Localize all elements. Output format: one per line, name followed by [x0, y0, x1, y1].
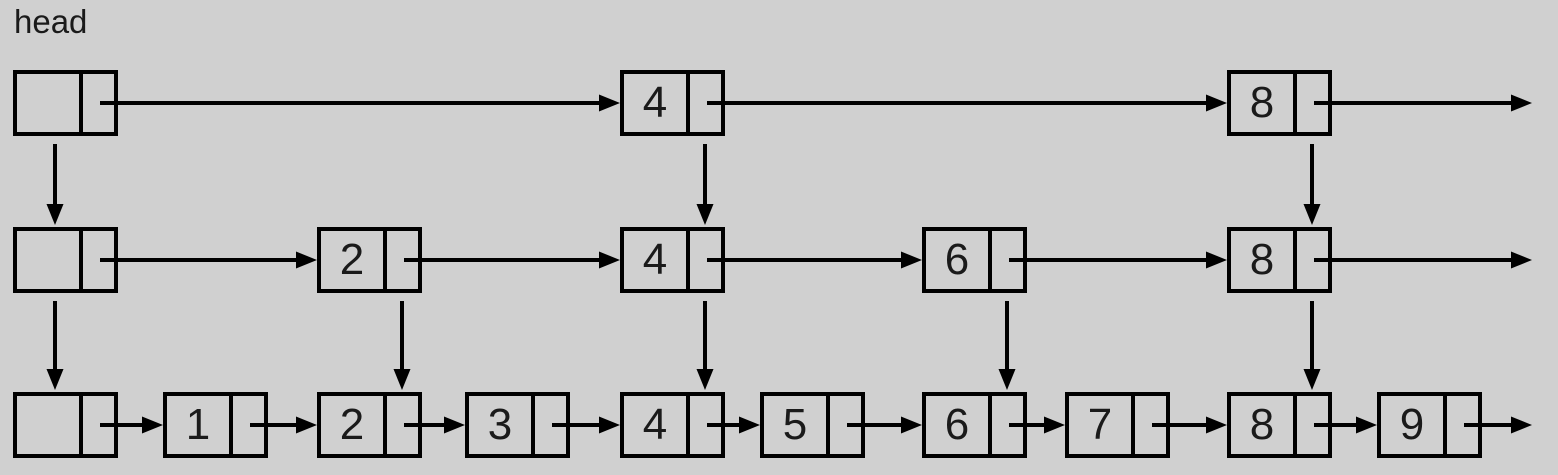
down-arrow-middle-to-bottom-head-head-icon	[46, 369, 64, 390]
down-arrow-middle-to-bottom-2-head-icon	[393, 369, 411, 390]
skip-node-bottom-9: 9	[1377, 392, 1482, 458]
nil-arrow-middle-head-icon	[1511, 251, 1532, 269]
skip-node-bottom-5: 5	[760, 392, 865, 458]
node-pointer-cell	[690, 74, 721, 132]
node-pointer-cell	[1297, 74, 1328, 132]
node-pointer-cell	[992, 231, 1023, 289]
node-pointer-cell	[1297, 396, 1328, 454]
node-value-cell	[17, 231, 83, 289]
node-pointer-cell	[1297, 231, 1328, 289]
node-value-cell	[17, 396, 83, 454]
skip-node-bottom-6: 6	[922, 392, 1027, 458]
down-arrow-middle-to-bottom-4-head-icon	[696, 369, 714, 390]
pointer-arrow-middle-1-head-icon	[599, 251, 620, 269]
pointer-arrow-bottom-5-head-icon	[901, 416, 922, 434]
node-value-cell: 5	[764, 396, 830, 454]
node-value-cell	[17, 74, 83, 132]
pointer-arrow-bottom-4-head-icon	[739, 416, 760, 434]
pointer-arrow-middle-2-head-icon	[901, 251, 922, 269]
node-pointer-cell	[233, 396, 264, 454]
skip-node-bottom-4: 4	[620, 392, 725, 458]
skip-node-top-8: 8	[1227, 70, 1332, 136]
down-arrow-middle-to-bottom-8-head-icon	[1303, 369, 1321, 390]
node-value-cell: 1	[167, 396, 233, 454]
node-pointer-cell	[690, 396, 721, 454]
skip-node-bottom-7: 7	[1065, 392, 1170, 458]
pointer-arrow-bottom-8-head-icon	[1356, 416, 1377, 434]
node-pointer-cell	[387, 231, 418, 289]
skip-node-top-head	[13, 70, 118, 136]
nil-arrow-bottom-head-icon	[1511, 416, 1532, 434]
node-value-cell: 4	[624, 231, 690, 289]
pointer-arrow-bottom-1-head-icon	[296, 416, 317, 434]
pointer-arrow-bottom-2-head-icon	[444, 416, 465, 434]
down-arrow-top-to-middle-head-head-icon	[46, 204, 64, 225]
node-pointer-cell	[83, 396, 114, 454]
pointer-arrow-bottom-7-head-icon	[1206, 416, 1227, 434]
node-pointer-cell	[992, 396, 1023, 454]
node-value-cell: 8	[1231, 396, 1297, 454]
node-value-cell: 4	[624, 396, 690, 454]
down-arrow-middle-to-bottom-6-head-icon	[998, 369, 1016, 390]
node-pointer-cell	[83, 231, 114, 289]
skip-node-middle-2: 2	[317, 227, 422, 293]
skip-node-middle-head	[13, 227, 118, 293]
down-arrow-top-to-middle-8-head-icon	[1303, 204, 1321, 225]
skip-node-bottom-head	[13, 392, 118, 458]
node-value-cell: 4	[624, 74, 690, 132]
skip-node-middle-4: 4	[620, 227, 725, 293]
node-pointer-cell	[83, 74, 114, 132]
node-pointer-cell	[830, 396, 861, 454]
pointer-arrow-bottom-6-head-icon	[1044, 416, 1065, 434]
skip-node-bottom-3: 3	[465, 392, 570, 458]
skip-node-top-4: 4	[620, 70, 725, 136]
skip-node-bottom-2: 2	[317, 392, 422, 458]
node-value-cell: 6	[926, 231, 992, 289]
node-pointer-cell	[1135, 396, 1166, 454]
skip-node-middle-6: 6	[922, 227, 1027, 293]
node-pointer-cell	[1447, 396, 1478, 454]
node-value-cell: 7	[1069, 396, 1135, 454]
node-pointer-cell	[387, 396, 418, 454]
node-value-cell: 8	[1231, 231, 1297, 289]
head-label: head	[14, 3, 88, 40]
node-value-cell: 8	[1231, 74, 1297, 132]
pointer-arrow-middle-3-head-icon	[1206, 251, 1227, 269]
pointer-arrow-bottom-0-head-icon	[142, 416, 163, 434]
pointer-arrow-top-0-head-icon	[599, 94, 620, 112]
down-arrow-top-to-middle-4-head-icon	[696, 204, 714, 225]
node-value-cell: 9	[1381, 396, 1447, 454]
skip-node-middle-8: 8	[1227, 227, 1332, 293]
node-pointer-cell	[535, 396, 566, 454]
pointer-arrow-bottom-3-head-icon	[599, 416, 620, 434]
node-pointer-cell	[690, 231, 721, 289]
skip-node-bottom-1: 1	[163, 392, 268, 458]
node-value-cell: 6	[926, 396, 992, 454]
node-value-cell: 2	[321, 231, 387, 289]
pointer-arrow-top-1-head-icon	[1206, 94, 1227, 112]
nil-arrow-top-head-icon	[1511, 94, 1532, 112]
skip-node-bottom-8: 8	[1227, 392, 1332, 458]
node-value-cell: 3	[469, 396, 535, 454]
node-value-cell: 2	[321, 396, 387, 454]
pointer-arrow-middle-0-head-icon	[296, 251, 317, 269]
